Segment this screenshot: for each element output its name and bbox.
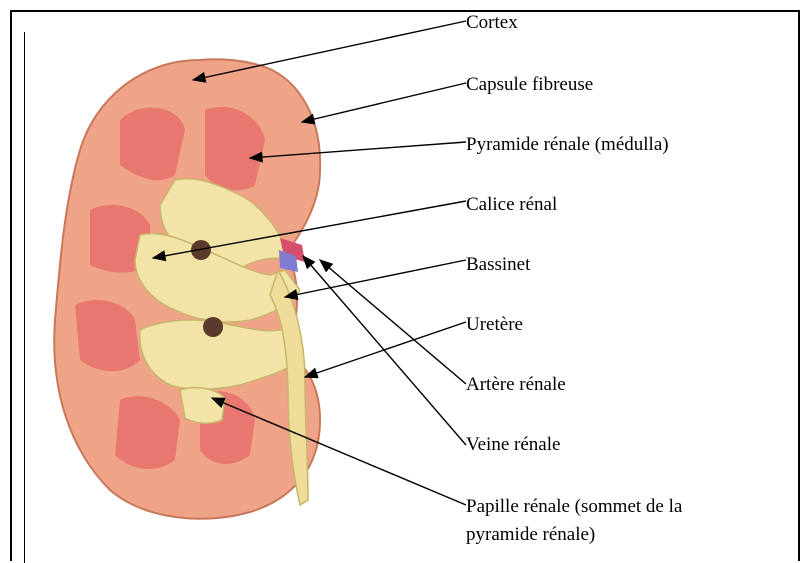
pointer-uretere <box>305 322 466 377</box>
label-veine-renale: Veine rénale <box>466 432 560 458</box>
label-artere-renale: Artère rénale <box>466 372 566 398</box>
label-cortex: Cortex <box>466 10 518 36</box>
label-capsule-fibreuse: Capsule fibreuse <box>466 72 593 98</box>
label-papille-renale-line1: Papille rénale (sommet de la <box>466 494 682 520</box>
pointer-cortex <box>193 21 466 80</box>
label-pyramide-renale: Pyramide rénale (médulla) <box>466 132 669 158</box>
vessel-dot-lower <box>203 317 223 337</box>
pointer-capsule <box>302 83 466 122</box>
label-papille-renale-line2: pyramide rénale) <box>466 522 595 548</box>
label-calice-renal: Calice rénal <box>466 192 557 218</box>
label-bassinet: Bassinet <box>466 252 530 278</box>
pointer-artere <box>320 260 466 384</box>
label-uretere: Uretère <box>466 312 523 338</box>
pointer-veine <box>303 256 466 445</box>
